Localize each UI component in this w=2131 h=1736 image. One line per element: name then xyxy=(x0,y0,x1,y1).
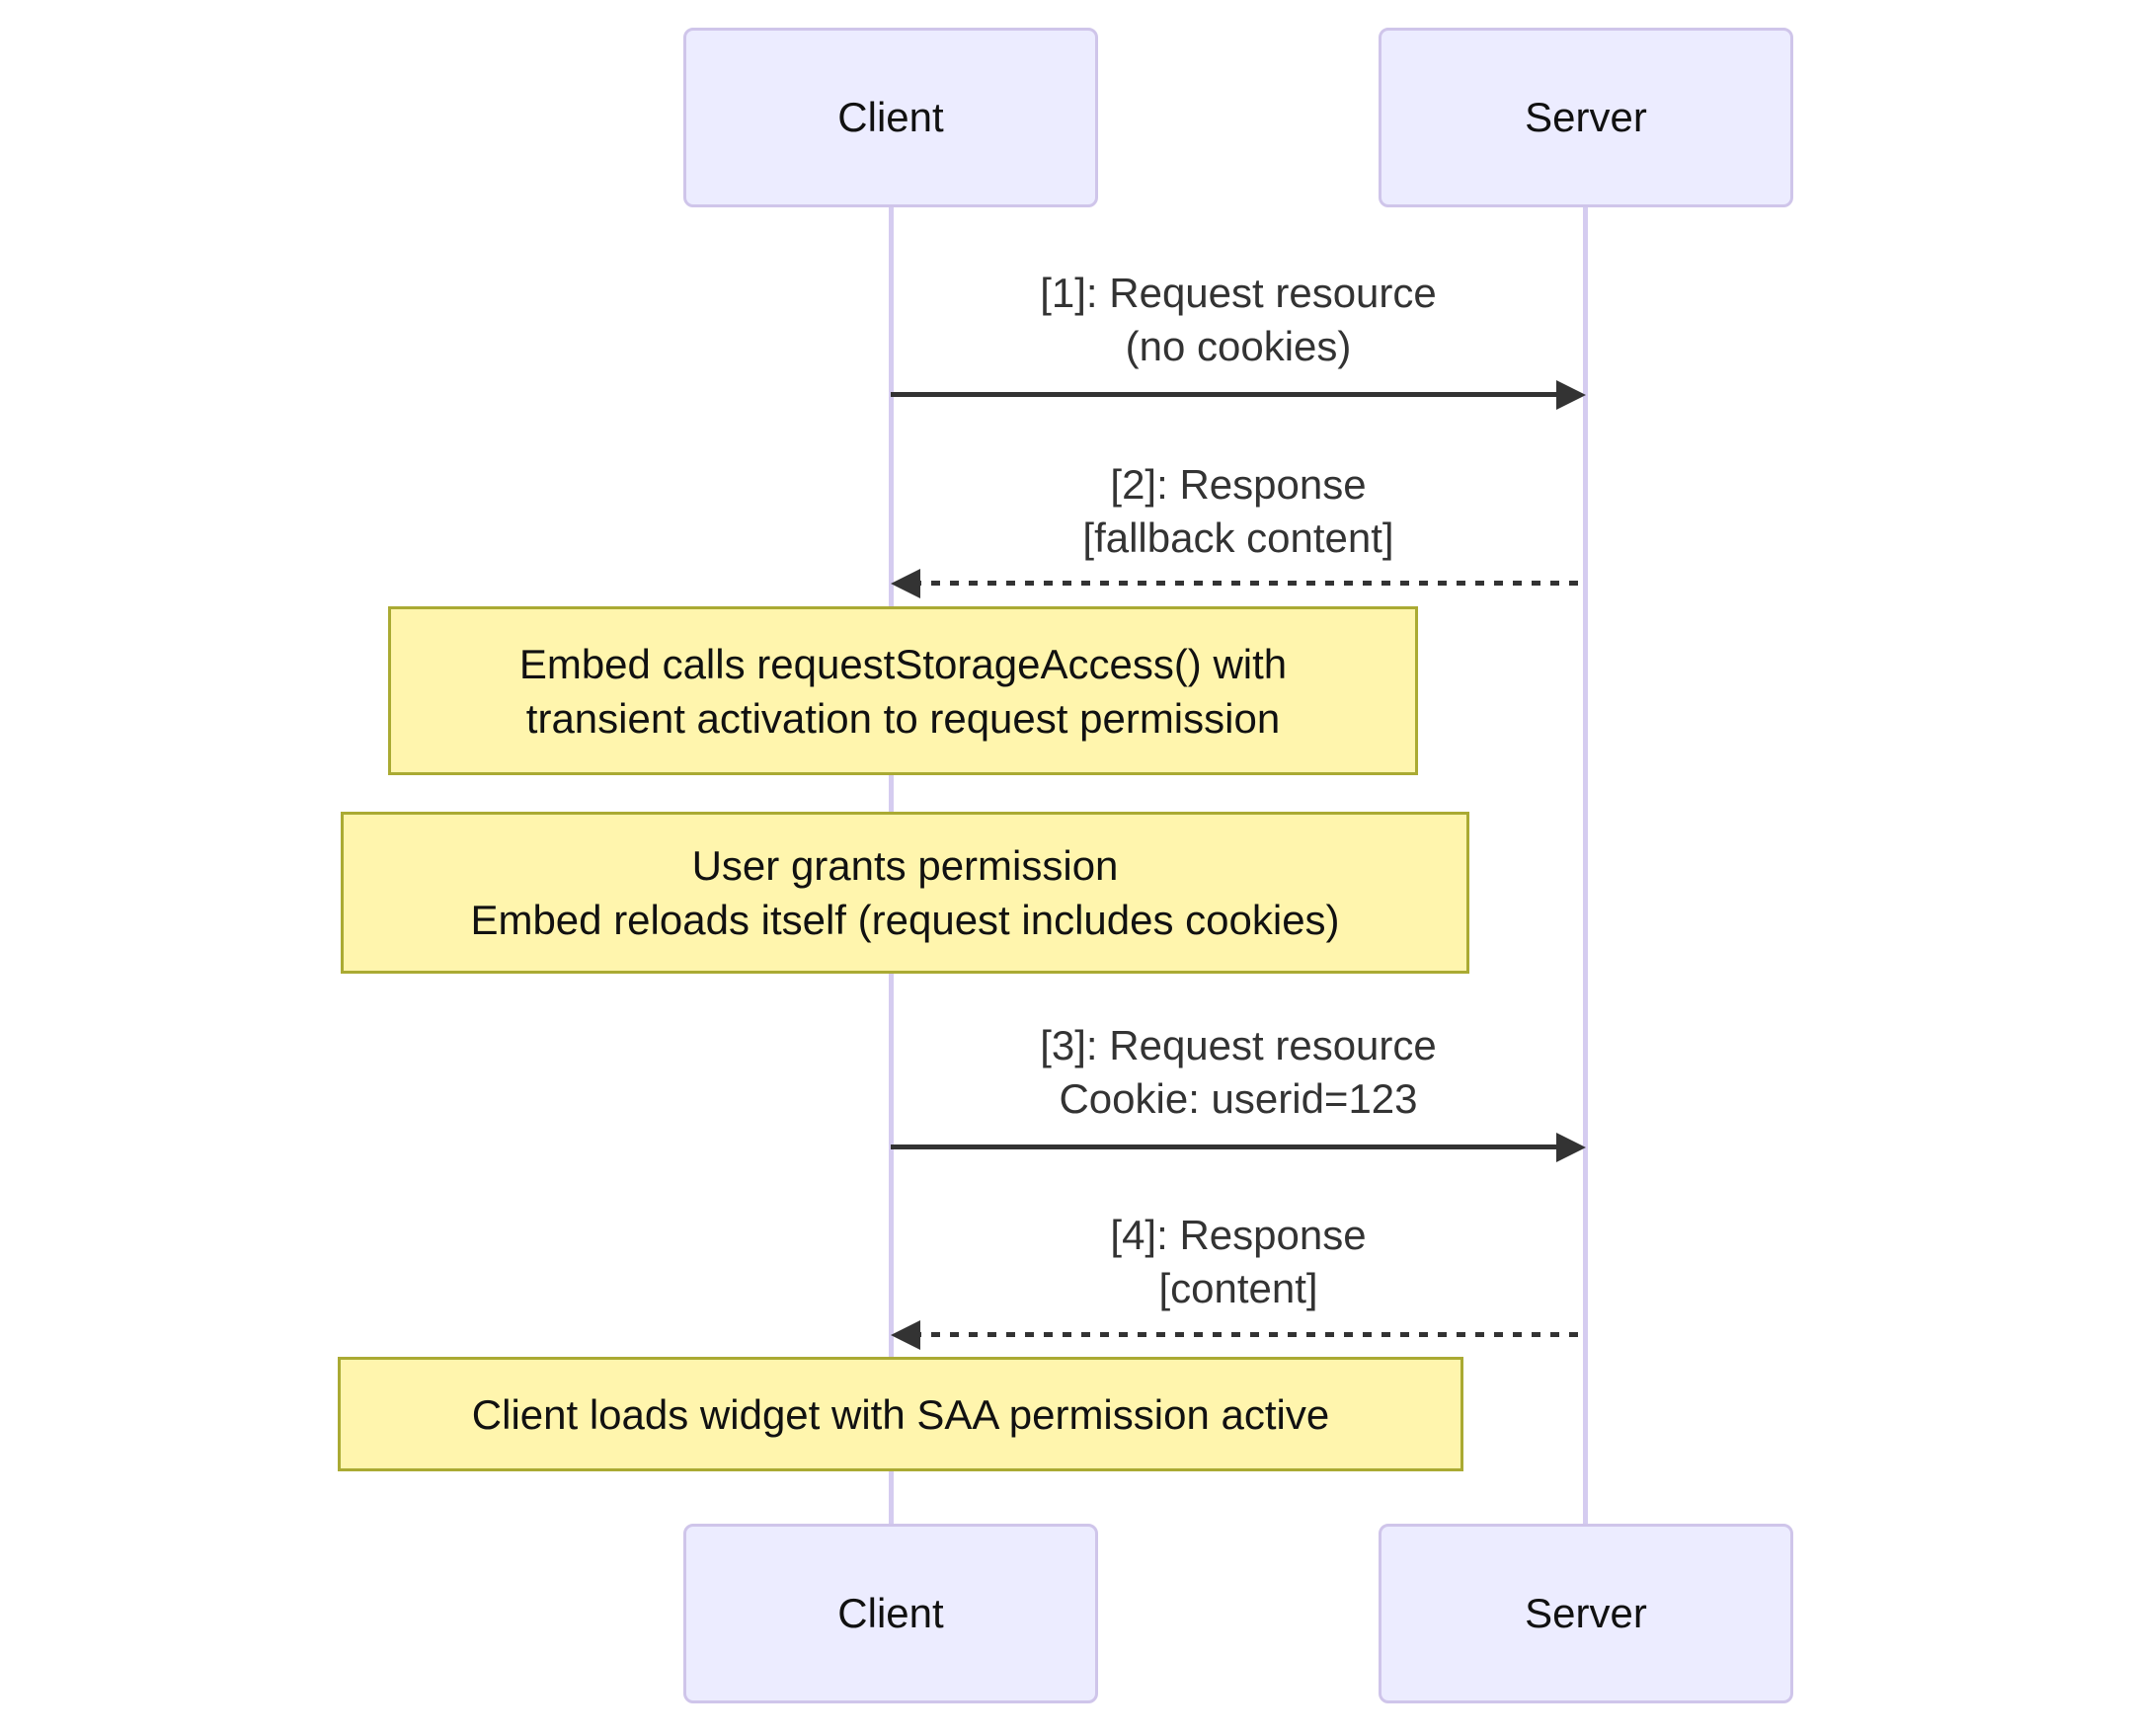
message-3-arrow-shaft xyxy=(891,1144,1564,1149)
message-4-arrow xyxy=(891,1320,1586,1350)
message-2-label: [2]: Response [fallback content] xyxy=(891,458,1586,565)
message-4-line1: [4]: Response xyxy=(1110,1212,1367,1258)
lifeline-server xyxy=(1583,207,1588,1524)
message-2-line1: [2]: Response xyxy=(1110,461,1367,508)
message-2-arrow-shaft xyxy=(912,581,1586,586)
actor-server-bottom-label: Server xyxy=(1525,1590,1647,1636)
message-1-arrow-shaft xyxy=(891,392,1564,397)
arrowhead-left-icon xyxy=(891,1320,920,1350)
arrowhead-right-icon xyxy=(1556,1133,1586,1162)
message-4-arrow-shaft xyxy=(912,1332,1586,1337)
message-4-label: [4]: Response [content] xyxy=(891,1209,1586,1315)
message-1-line2: (no cookies) xyxy=(1125,323,1352,369)
note-1-line2: transient activation to request permissi… xyxy=(525,694,1281,742)
message-3-line2: Cookie: userid=123 xyxy=(1059,1075,1418,1122)
message-3-arrow xyxy=(891,1133,1586,1162)
note-3-line1: Client loads widget with SAA permission … xyxy=(471,1390,1330,1438)
message-2-arrow xyxy=(891,569,1586,598)
note-2-line2: Embed reloads itself (request includes c… xyxy=(470,897,1340,943)
note-client-loads-widget: Client loads widget with SAA permission … xyxy=(338,1357,1463,1471)
message-3-label: [3]: Request resource Cookie: userid=123 xyxy=(891,1019,1586,1126)
arrowhead-right-icon xyxy=(1556,380,1586,410)
message-1-line1: [1]: Request resource xyxy=(1040,270,1437,316)
message-1-label: [1]: Request resource (no cookies) xyxy=(891,267,1586,373)
note-2-line1: User grants permission xyxy=(691,842,1119,889)
arrowhead-left-icon xyxy=(891,569,920,598)
note-request-storage-access: Embed calls requestStorageAccess() with … xyxy=(388,606,1418,775)
actor-client-bottom-label: Client xyxy=(837,1590,944,1636)
actor-client-top-label: Client xyxy=(837,94,944,140)
message-3-line1: [3]: Request resource xyxy=(1040,1022,1437,1068)
actor-server-bottom: Server xyxy=(1379,1524,1793,1703)
note-user-grants-permission: User grants permission Embed reloads its… xyxy=(341,812,1469,974)
actor-client-bottom: Client xyxy=(683,1524,1098,1703)
actor-server-top-label: Server xyxy=(1525,94,1647,140)
note-1-line1: Embed calls requestStorageAccess() with xyxy=(518,640,1288,687)
actor-client-top: Client xyxy=(683,28,1098,207)
message-1-arrow xyxy=(891,380,1586,410)
actor-server-top: Server xyxy=(1379,28,1793,207)
message-2-line2: [fallback content] xyxy=(1082,514,1394,561)
message-4-line2: [content] xyxy=(1158,1265,1318,1311)
